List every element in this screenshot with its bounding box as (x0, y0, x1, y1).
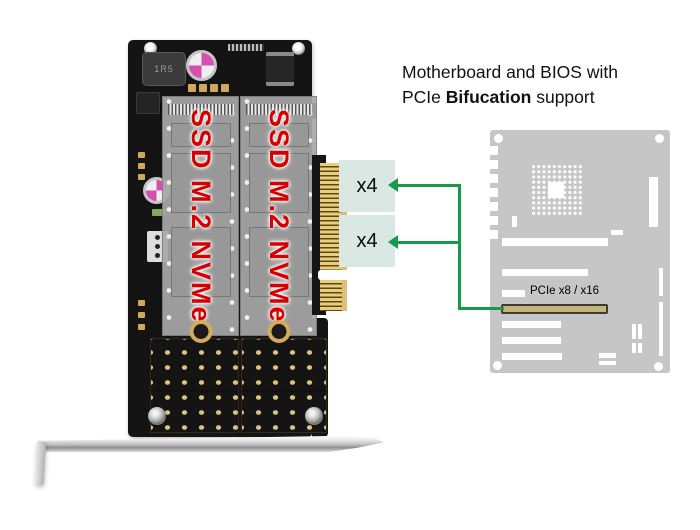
small-header (512, 216, 517, 227)
figure-title: Motherboard and BIOS with PCIe Bifucatio… (402, 60, 618, 110)
gold-fingers-key (320, 280, 347, 311)
mounting-hole-grid (241, 338, 327, 433)
solder-pad (138, 300, 145, 306)
atx-power-connector (649, 177, 658, 227)
solder-pad (138, 324, 145, 330)
solder-pad (138, 152, 145, 158)
screw-hole-icon (494, 134, 503, 143)
front-panel-header (632, 343, 636, 353)
m2-edge-pins (245, 104, 312, 115)
solder-pad (210, 84, 218, 92)
io-notch (490, 174, 498, 183)
ssd-chip (249, 123, 309, 147)
ssd-chip (171, 153, 231, 213)
screw-hole-icon (655, 134, 664, 143)
edge-header (659, 302, 663, 356)
standoff-screw-icon (148, 407, 166, 425)
arrow-left-icon (388, 178, 398, 192)
io-notch (490, 202, 498, 211)
io-notch (490, 188, 498, 197)
solder-pad (199, 84, 207, 92)
solder-pad (221, 84, 229, 92)
ssd-label: SSD M.2 NVMe (186, 108, 216, 324)
edge-header (659, 268, 663, 296)
sata-port (599, 361, 616, 365)
ssd-chip (171, 123, 231, 147)
sata-port (599, 353, 616, 358)
connector-line-bottom (397, 241, 458, 244)
ram-slot (502, 238, 608, 246)
io-notch (490, 160, 498, 169)
expansion-slot (502, 269, 588, 276)
solder-pad (138, 312, 145, 318)
ssd-chip (171, 227, 231, 297)
led-component (152, 209, 165, 216)
bracket-tab (33, 441, 47, 487)
expansion-slot (502, 290, 525, 297)
expansion-slot (502, 353, 562, 360)
arrow-left-icon (388, 235, 398, 249)
standoff-screw-icon (305, 407, 323, 425)
expansion-slot (502, 337, 561, 344)
front-panel-header (632, 324, 636, 339)
solder-pads (228, 44, 264, 51)
ssd-module: SSD M.2 NVMe (162, 96, 239, 343)
lane-box-x4-top: x4 (339, 160, 395, 212)
ssd-label: SSD M.2 NVMe (264, 108, 294, 324)
small-header (611, 230, 623, 235)
solder-pad (188, 84, 196, 92)
expansion-slot (502, 321, 561, 328)
front-panel-header (638, 324, 642, 339)
connector-line-to-slot (458, 307, 504, 310)
power-inductor: 1R5 (142, 52, 186, 86)
lane-box-x4-bottom: x4 (339, 215, 395, 267)
io-notch (490, 146, 498, 155)
ssd-chip (249, 153, 309, 213)
capacitor-icon (186, 50, 217, 81)
title-line2: PCIe Bifucation support (402, 87, 595, 107)
screw-hole-icon (144, 42, 157, 55)
io-notch (490, 230, 498, 239)
screw-hole-icon (654, 362, 663, 371)
mounting-bracket (38, 436, 384, 452)
smd-component (136, 92, 160, 114)
solder-pad (138, 163, 145, 169)
inductor-label: 1R5 (154, 64, 174, 74)
lane-label: x4 (356, 174, 378, 197)
connector-key-notch (318, 270, 344, 280)
pcie-slot-label: PCIe x8 / x16 (530, 285, 600, 297)
m2-mount-screw-icon (267, 320, 290, 343)
lane-label: x4 (356, 229, 378, 252)
m2-mount-screw-icon (189, 320, 212, 343)
ssd-chip (249, 227, 309, 297)
screw-hole-icon (292, 42, 305, 55)
title-line1: Motherboard and BIOS with (402, 62, 618, 82)
m2-edge-pins (167, 104, 234, 115)
screw-hole-icon (493, 361, 502, 370)
solder-pad (138, 174, 145, 180)
motherboard-illustration: PCIe x8 / x16 (490, 130, 670, 373)
bifurcation-bold: Bifucation (445, 87, 532, 107)
front-panel-header (638, 343, 642, 353)
pcie-x16-slot (501, 304, 608, 314)
controller-chip (266, 52, 294, 86)
connector-line-vertical (458, 184, 461, 310)
cpu-die (548, 182, 564, 198)
ssd-module: SSD M.2 NVMe (240, 96, 317, 343)
io-notch (490, 216, 498, 225)
connector-line-top (397, 184, 458, 187)
